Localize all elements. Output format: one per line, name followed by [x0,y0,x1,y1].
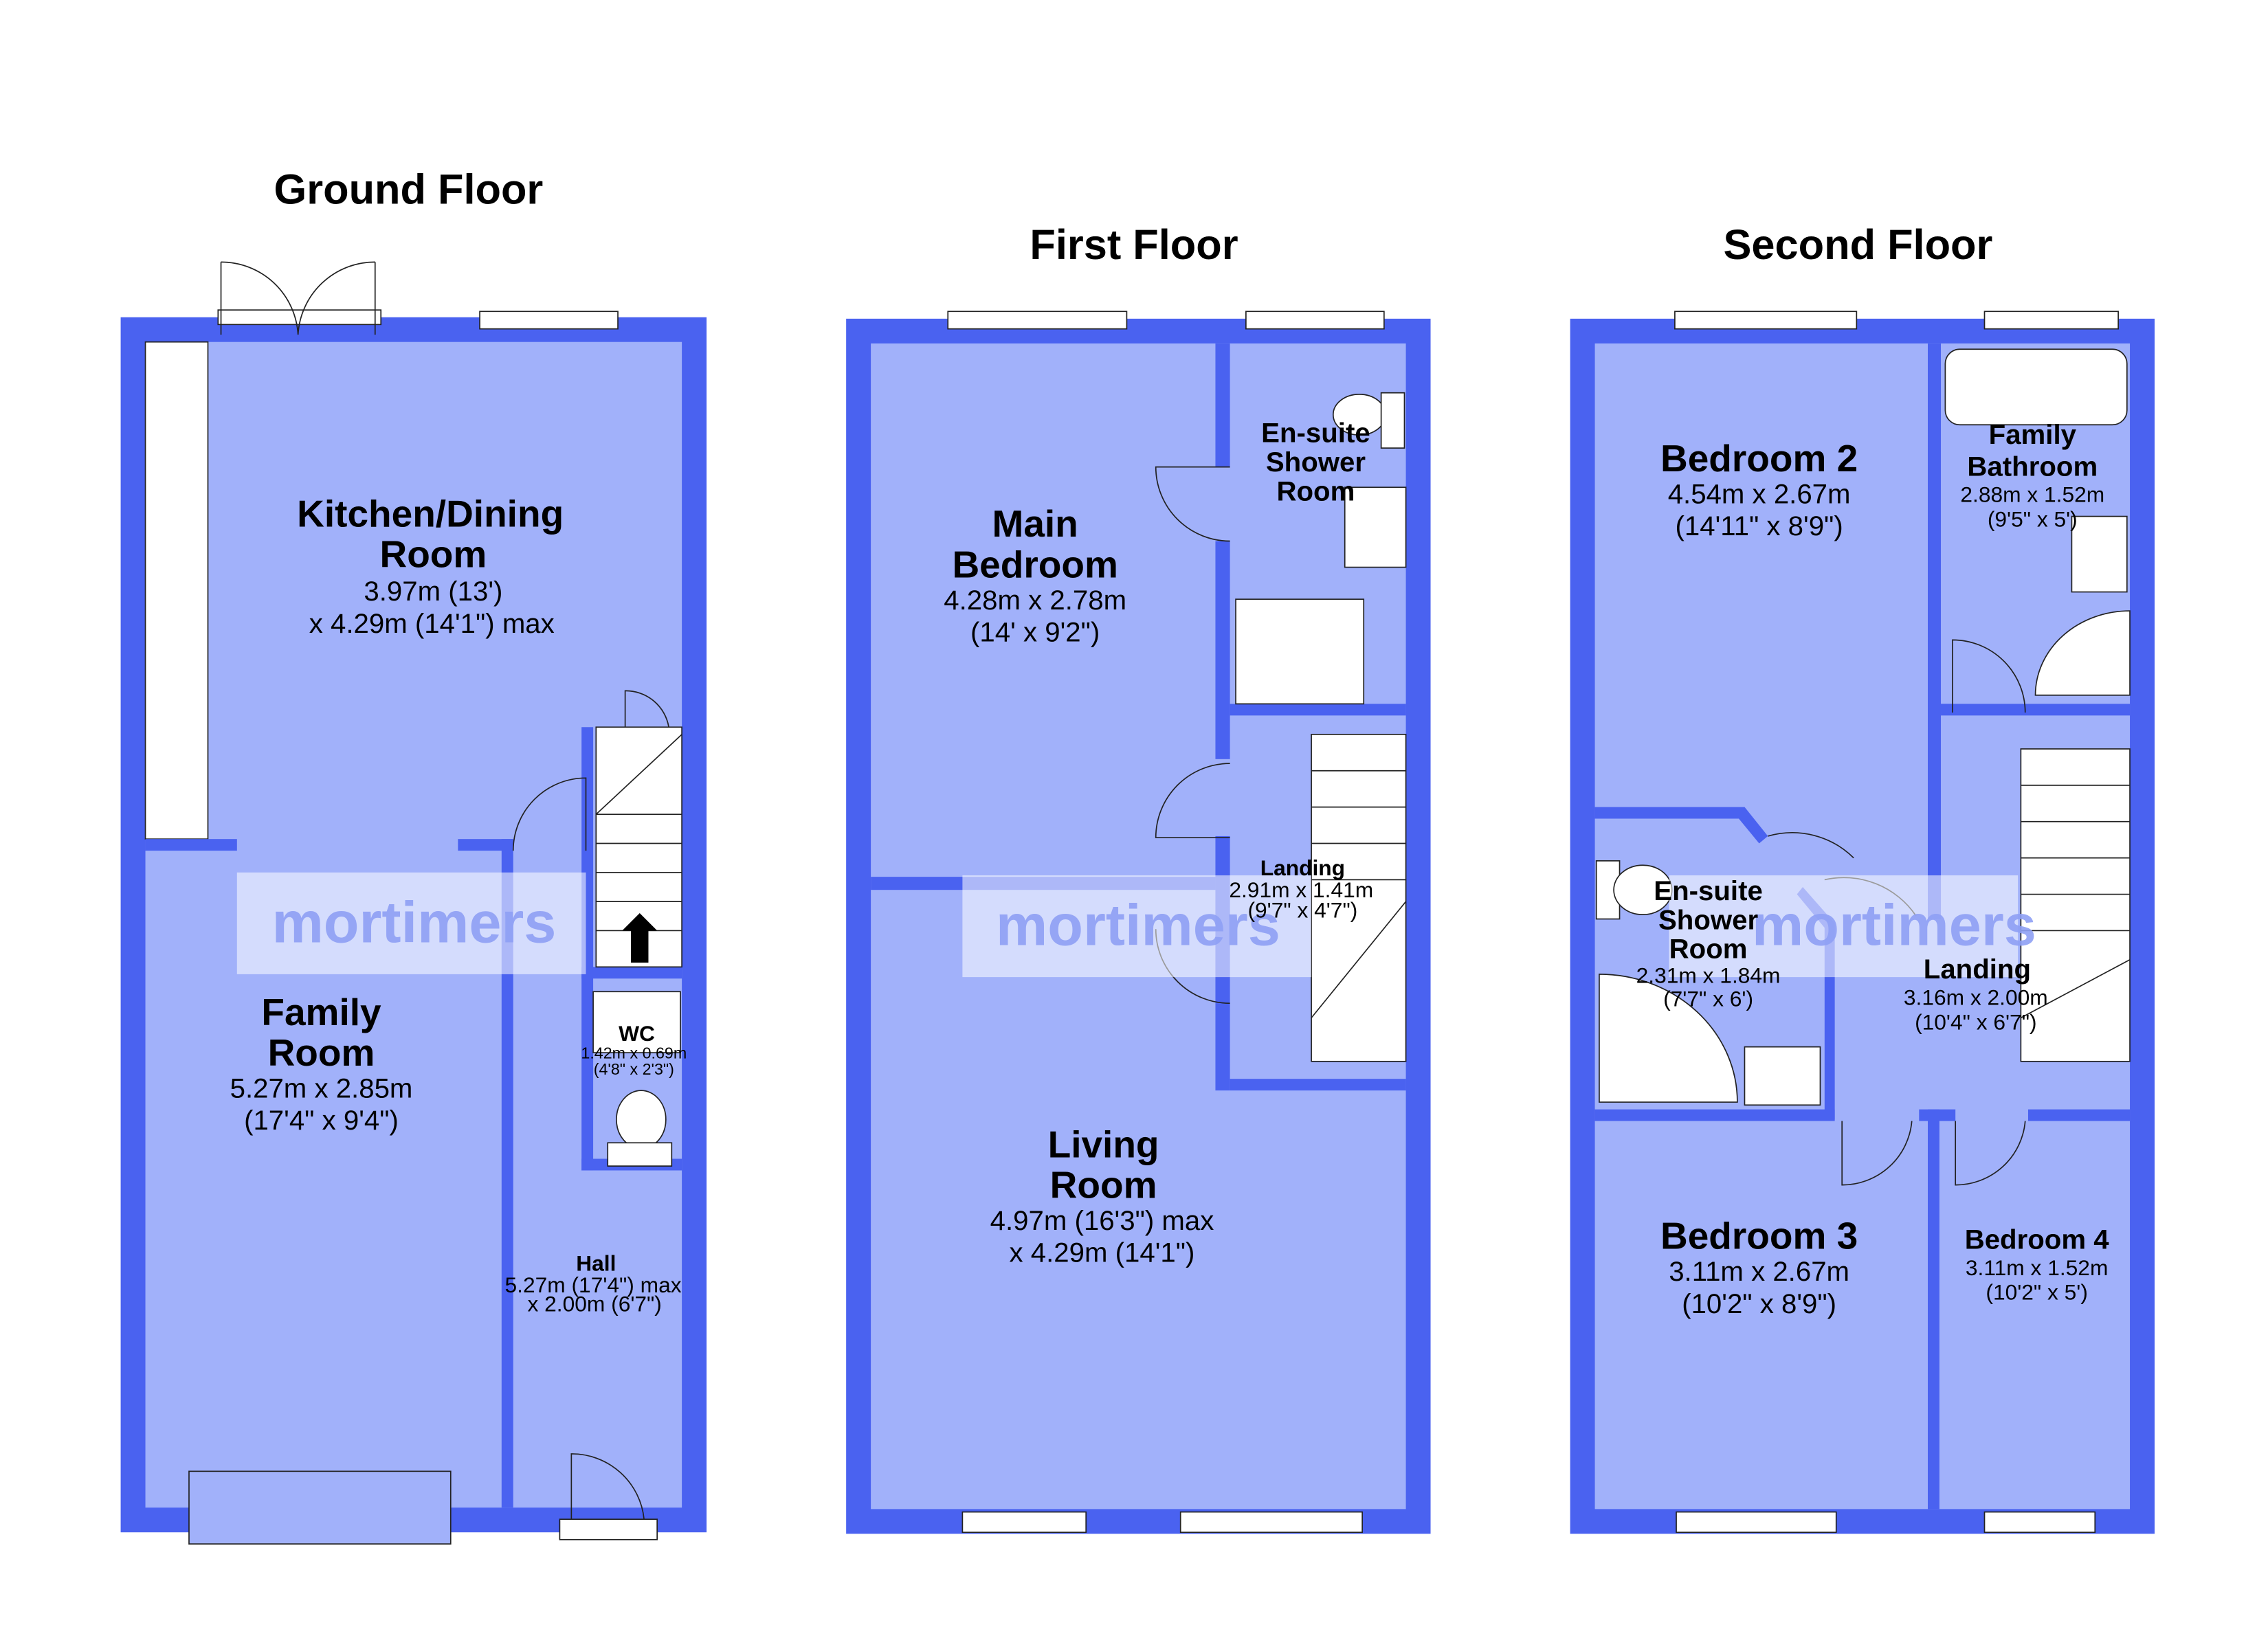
floor-title: Second Floor [1724,221,1993,268]
room-dims: (10'4" x 6'7") [1915,1009,2036,1034]
room-dims: (7'7" x 6') [1663,986,1753,1011]
room-name-landing: Landing [1924,954,2031,985]
room-dims: 3.11m x 2.67m [1669,1256,1849,1287]
shower-tray [1235,598,1365,705]
window [1245,311,1385,330]
room-dims: 5.27m x 2.85m [230,1073,413,1104]
room-dims: (9'7" x 4'7") [1247,897,1357,922]
room-dims: 3.16m x 2.00m [1904,985,2048,1009]
shower-tray [1599,974,1738,1103]
window [947,311,1128,330]
room-name-wc: WC [619,1021,655,1046]
bay-window [188,1470,452,1545]
ground-floor: Ground Floor mortimers Kitchen/Dining Ro… [120,166,707,1545]
stairs-up-arrow-icon [622,913,658,963]
basin [2071,515,2128,593]
room-dims: (14'11" x 8'9") [1676,511,1843,541]
room-name-ensuite: Room [1669,934,1748,965]
room-name-bedroom-2: Bedroom 2 [1660,437,1858,480]
bathtub [1944,348,2128,426]
room-dims: (17'4" x 9'4") [244,1105,399,1136]
floor-title: Ground Floor [274,166,544,213]
room-name-family: Family [261,991,381,1033]
room-dims: x 2.00m (6'7") [528,1292,662,1316]
staircase [1311,734,1407,1062]
room-name-kitchen: Kitchen/Dining [297,492,564,535]
second-floor: Second Floor mortimers Bedroom 2 4.54m x… [1570,221,2155,1534]
room-dims: 2.31m x 1.84m [1636,963,1781,988]
room-dims: 1.42m x 0.69m [581,1044,687,1062]
window [1179,1511,1363,1534]
window [1674,311,1858,330]
window [479,311,619,330]
room-name-bedroom-4: Bedroom 4 [1965,1224,2110,1255]
room-dims: (4'8" x 2'3") [594,1060,674,1078]
wc-basin [592,991,681,1053]
watermark: mortimers [996,893,1280,958]
staircase [2020,748,2131,1062]
room-dims: (14' x 9'2") [970,616,1100,647]
room-dims: 4.97m (16'3") max [990,1205,1214,1236]
shower-tray [2034,610,2131,696]
kitchen-unit [144,341,209,840]
room-name-main-bedroom: Main [992,502,1078,545]
watermark: mortimers [1752,893,2036,958]
watermark: mortimers [272,889,557,954]
room-name-living: Living [1048,1123,1159,1165]
room-name-hall: Hall [576,1250,616,1275]
window [1983,1511,2096,1534]
toilet [616,1090,667,1149]
room-name-ensuite: Shower [1266,447,1366,478]
room-dims: 2.91m x 1.41m [1229,877,1373,902]
room-dims: (10'2" x 8'9") [1682,1288,1836,1319]
room-name-main-bedroom: Bedroom [952,543,1118,585]
room-dims: 3.11m x 1.52m [1966,1255,2108,1280]
room-name-landing: Landing [1260,855,1345,880]
room-dims: (9'5" x 5') [1988,506,2078,531]
room-name-ensuite: En-suite [1261,418,1370,449]
basin [1344,486,1407,568]
first-floor: First Floor mortimers Main Bedroom 4.28m… [846,221,1431,1534]
room-name-bathroom: Bathroom [1967,451,2098,482]
basin [1744,1046,1821,1106]
room-name-ensuite: Shower [1658,904,1759,935]
room-name-family: Room [268,1031,375,1074]
window [961,1511,1087,1534]
room-dims: x 4.29m (14'1") [1010,1237,1195,1268]
room-dims: 4.54m x 2.67m [1668,478,1851,509]
window [1676,1511,1837,1534]
front-door[interactable] [559,1518,658,1540]
room-name-living: Room [1050,1164,1157,1207]
room-dims: 5.27m (17'4") max [505,1272,682,1297]
room-dims: 4.28m x 2.78m [944,585,1126,616]
room-dims: 2.88m x 1.52m [1960,482,2104,506]
room-name-ensuite: En-suite [1654,875,1763,906]
room-name-bathroom: Family [1989,419,2077,450]
room-dims: 3.97m (13') [364,576,502,607]
window [1983,311,2119,330]
room-dims: x 4.29m (14'1") max [309,608,555,639]
room-name-bedroom-3: Bedroom 3 [1660,1215,1858,1257]
room-dims: (10'2" x 5') [1986,1280,2088,1305]
room-name-kitchen: Room [379,533,487,576]
floor-title: First Floor [1030,221,1238,268]
room-name-ensuite: Room [1276,475,1355,506]
